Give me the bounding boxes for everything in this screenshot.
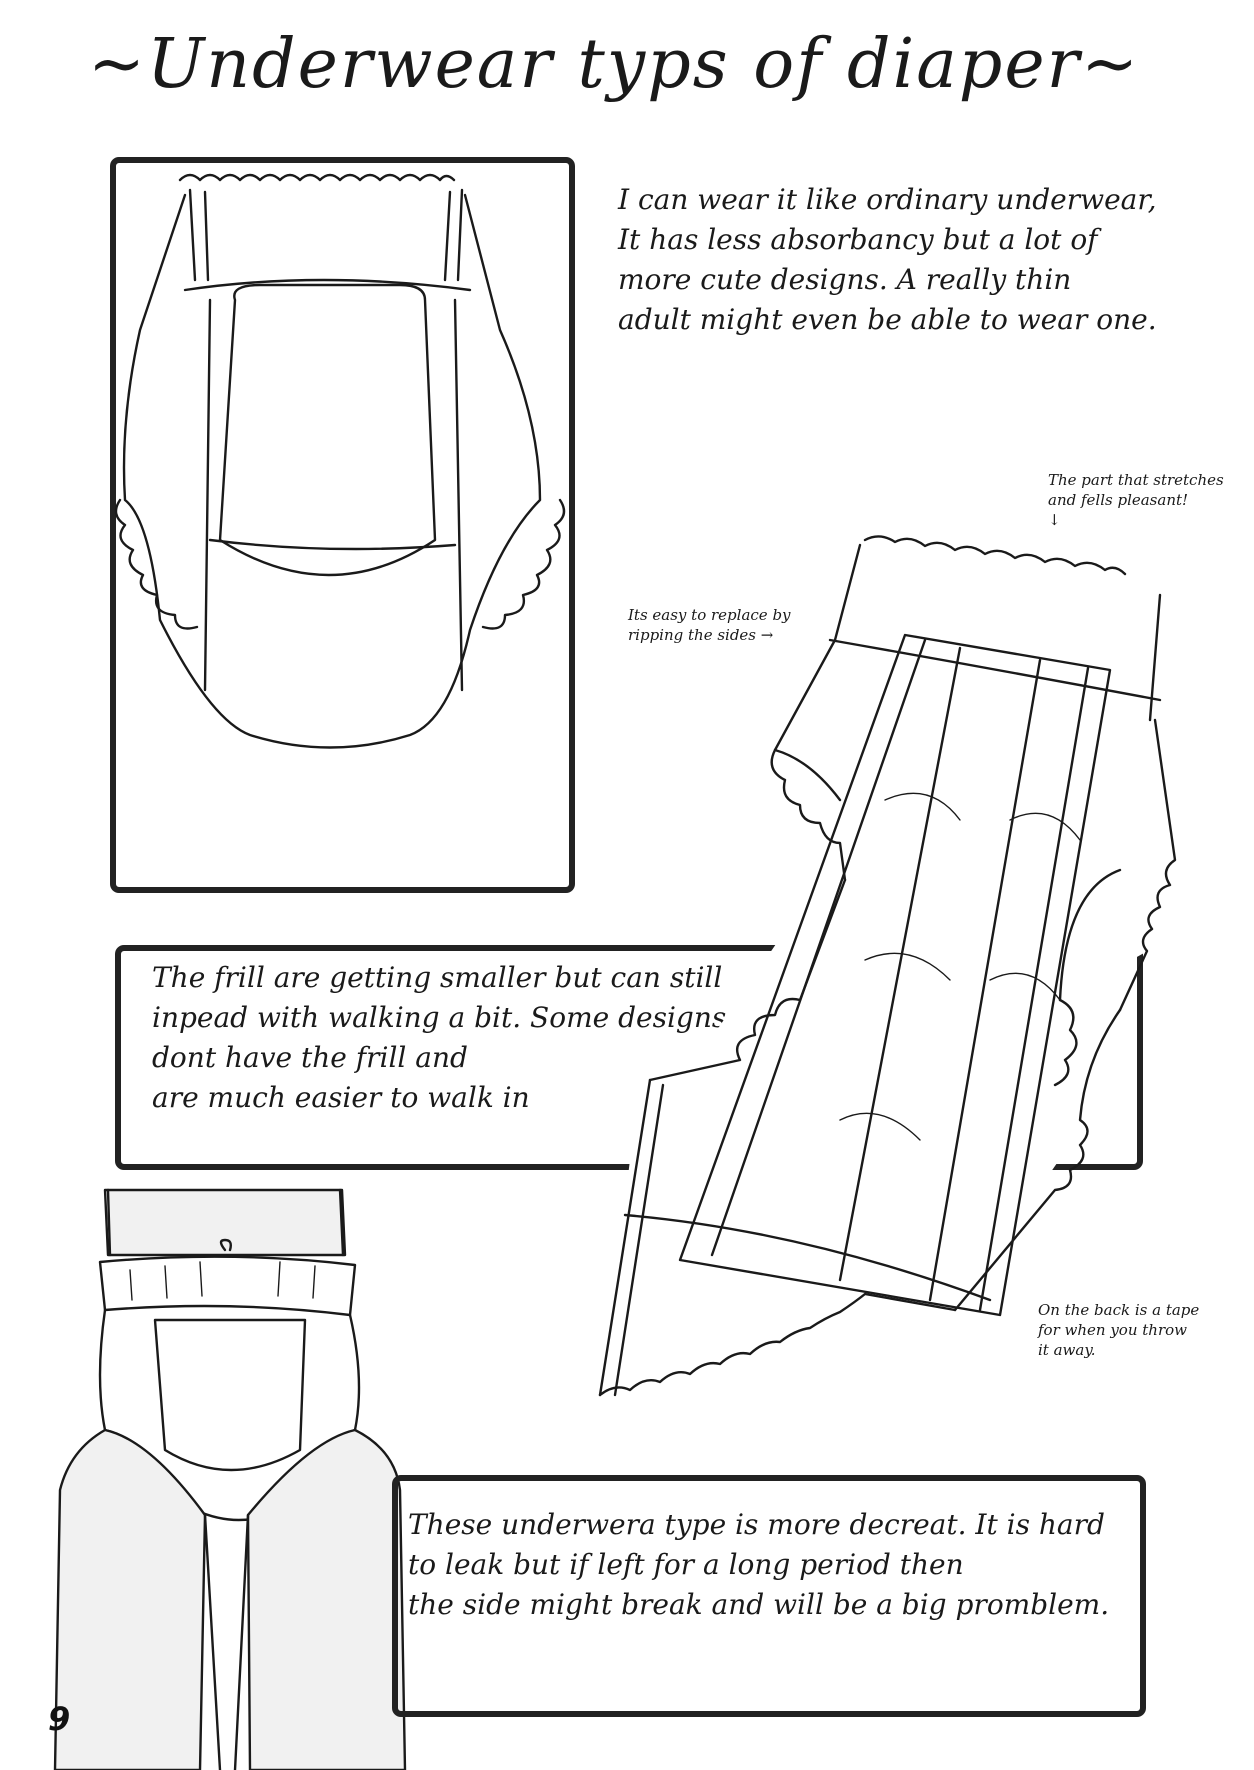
leak-paragraph: These underwera type is more decreat. It… — [408, 1508, 1110, 1621]
text-frame-frill — [115, 945, 1143, 1170]
page-title: ~Underwear typs of diaper~ — [88, 25, 1141, 104]
intro-paragraph: I can wear it like ordinary underwear, I… — [618, 183, 1157, 336]
annotation-stretch: The part that stretches and fells pleasa… — [1048, 471, 1224, 529]
annotation-rip-sides: Its easy to replace by ripping the sides… — [628, 606, 791, 644]
frill-paragraph: The frill are getting smaller but can st… — [152, 961, 727, 1114]
text-frame-leak — [392, 1475, 1146, 1717]
page-number: 9 — [48, 1700, 71, 1738]
annotation-tape: On the back is a tape for when you throw… — [1038, 1301, 1200, 1359]
illustration-frame-front-view — [110, 157, 575, 893]
